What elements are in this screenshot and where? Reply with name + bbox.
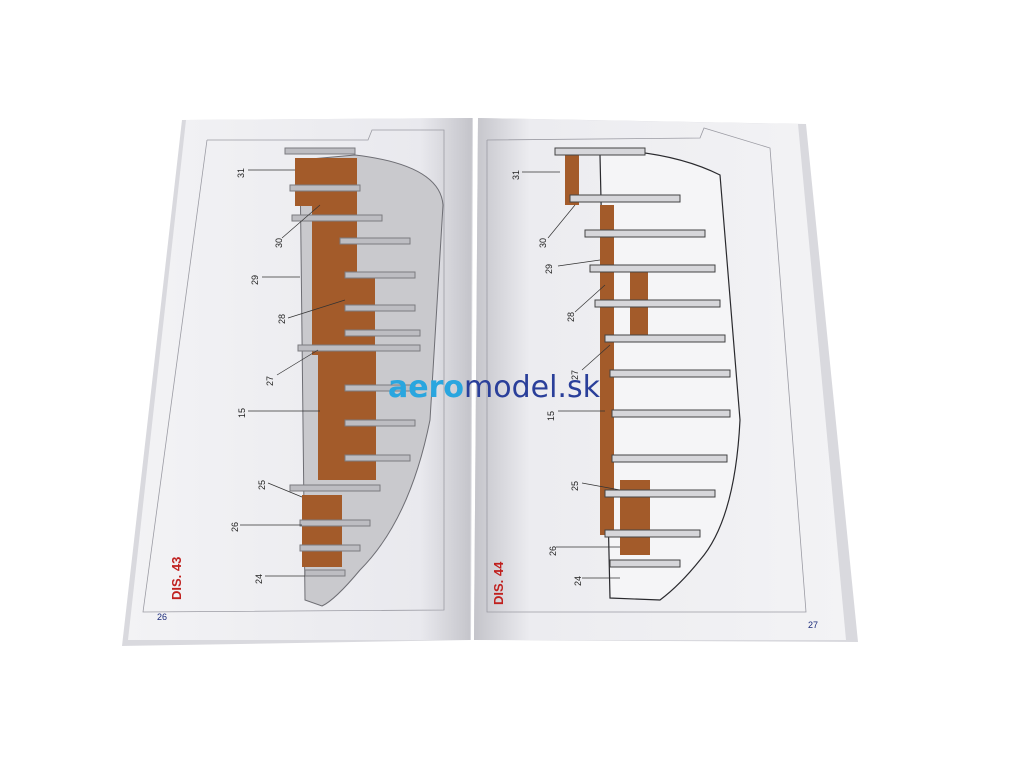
watermark-part2: model.sk bbox=[464, 370, 601, 405]
right-callout-29: 29 bbox=[544, 264, 554, 274]
right-callout-24: 24 bbox=[573, 576, 583, 586]
right-page-number: 27 bbox=[808, 620, 818, 630]
watermark-part1: aero bbox=[388, 370, 464, 405]
left-callout-31: 31 bbox=[236, 168, 246, 178]
watermark: aeromodel.sk bbox=[388, 370, 601, 405]
right-callout-30: 30 bbox=[538, 238, 548, 248]
left-callout-24: 24 bbox=[254, 574, 264, 584]
right-callout-25: 25 bbox=[570, 481, 580, 491]
left-callout-28: 28 bbox=[277, 314, 287, 324]
left-callout-26: 26 bbox=[230, 522, 240, 532]
left-callout-29: 29 bbox=[250, 275, 260, 285]
right-page-frame bbox=[486, 127, 807, 613]
left-callout-30: 30 bbox=[274, 238, 284, 248]
left-page-frame bbox=[142, 129, 445, 613]
right-callout-26: 26 bbox=[548, 546, 558, 556]
right-callout-28: 28 bbox=[566, 312, 576, 322]
right-figure-label: DIS. 44 bbox=[491, 561, 506, 605]
left-callout-15: 15 bbox=[237, 408, 247, 418]
left-page-number: 26 bbox=[157, 612, 167, 622]
right-callout-15: 15 bbox=[546, 411, 556, 421]
right-callout-31: 31 bbox=[511, 170, 521, 180]
right-callout-27: 27 bbox=[570, 370, 580, 380]
left-callout-27: 27 bbox=[265, 376, 275, 386]
left-callout-25: 25 bbox=[257, 480, 267, 490]
left-hull-illustration bbox=[284, 147, 444, 607]
right-hull-illustration bbox=[554, 147, 741, 601]
left-figure-label: DIS. 43 bbox=[169, 557, 184, 600]
